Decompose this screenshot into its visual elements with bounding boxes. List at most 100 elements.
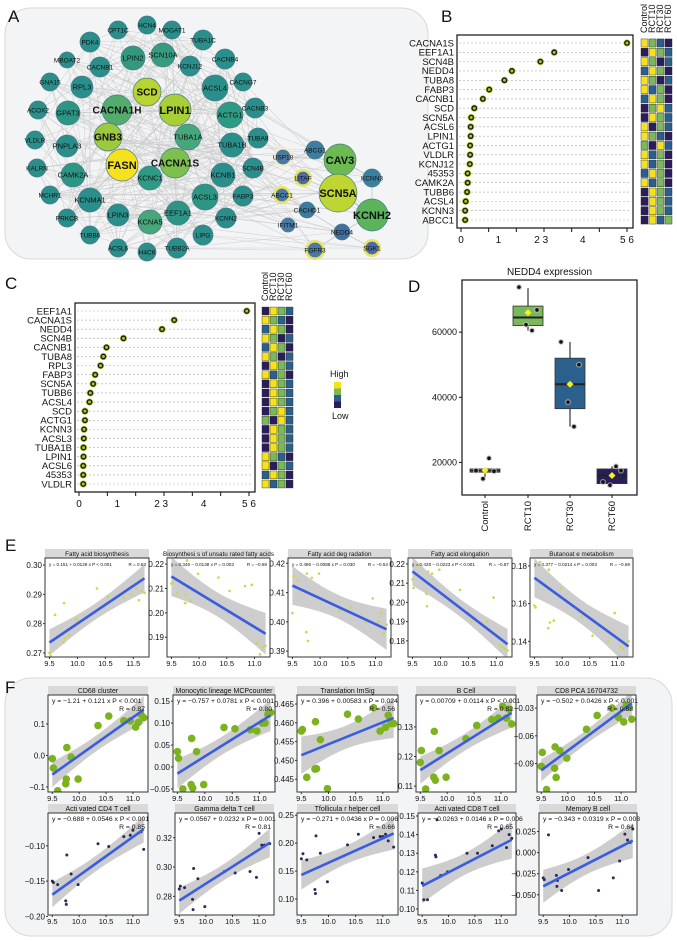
- network-node[interactable]: FABP3: [232, 185, 254, 207]
- node-circle: [232, 185, 254, 207]
- network-node[interactable]: MBOAT2: [54, 51, 81, 69]
- network-node[interactable]: H4C6: [137, 242, 157, 262]
- network-node[interactable]: RPL3: [70, 75, 94, 99]
- network-node[interactable]: SCN4B: [242, 157, 264, 179]
- network-node[interactable]: KALRN: [26, 158, 48, 178]
- network-node[interactable]: TUBA8: [247, 127, 269, 149]
- heatmap-column-label: Control: [639, 4, 649, 33]
- network-node[interactable]: PDK4: [79, 31, 101, 53]
- correlation-r: R = 0.66: [369, 824, 395, 831]
- data-point: [606, 640, 610, 643]
- network-node[interactable]: TUBB6: [80, 225, 101, 245]
- node-label: SCN5A: [319, 188, 356, 200]
- legend-swatch-2: [334, 388, 341, 395]
- y-tick-label: 0.22: [148, 560, 164, 569]
- network-node[interactable]: ABCG1: [304, 140, 326, 160]
- y-tick-label: 0.41: [269, 589, 285, 598]
- node-circle: [215, 207, 237, 229]
- network-node[interactable]: ACOX2: [27, 100, 49, 120]
- network-node[interactable]: KCNMA1: [74, 187, 106, 213]
- heatmap-cell: [261, 434, 270, 443]
- network-node[interactable]: MCHR1: [38, 185, 62, 205]
- network-node[interactable]: GNA15: [39, 72, 61, 92]
- network-node[interactable]: LPIN3: [106, 203, 130, 227]
- node-label: ACOX2: [27, 107, 49, 114]
- network-node[interactable]: SCD: [132, 77, 162, 107]
- regression-equation: y = −0.343 + 0.0319 x P = 0.008: [543, 816, 640, 823]
- plot-frame: [415, 694, 517, 793]
- y-tick-label: 0.10: [278, 895, 294, 904]
- data-point: [379, 611, 383, 615]
- x-tick-label: 5 6: [620, 235, 634, 246]
- network-node[interactable]: CACNB3: [242, 97, 269, 119]
- network-node[interactable]: SCN5A: [318, 173, 358, 213]
- heatmap-cell: [656, 66, 665, 76]
- gene-label: TUBA1B: [35, 443, 72, 454]
- network-node[interactable]: HCN4: [137, 15, 157, 35]
- network-node[interactable]: GNB3: [93, 122, 123, 152]
- network-node[interactable]: CPT1C: [107, 20, 129, 40]
- network-node[interactable]: CACHD1: [294, 201, 321, 219]
- network-node[interactable]: KCNB1: [210, 162, 236, 188]
- network-node[interactable]: LPIN1: [158, 93, 192, 127]
- network-node[interactable]: TUBB2A: [164, 237, 190, 259]
- node-circle: [201, 74, 229, 102]
- network-node[interactable]: CACNA1H: [93, 94, 142, 126]
- network-node[interactable]: PNPLA3: [53, 134, 82, 158]
- network-node[interactable]: CAMK2A: [58, 162, 89, 188]
- network-node[interactable]: KCNC1: [137, 165, 163, 191]
- network-node[interactable]: CACNB1: [87, 56, 114, 78]
- network-node[interactable]: KCNJ12: [178, 55, 203, 77]
- network-node[interactable]: CACNA1S: [151, 147, 200, 179]
- x-tick-label: 4: [201, 499, 207, 510]
- network-node[interactable]: ABCC1: [271, 186, 293, 204]
- x-tick-label: 11.0: [126, 917, 140, 926]
- network-node[interactable]: FGFR3: [304, 240, 326, 260]
- network-node[interactable]: ACTG1: [216, 101, 244, 129]
- network-node[interactable]: SCN10A: [148, 42, 178, 68]
- network-node[interactable]: EEF1A1: [164, 200, 192, 226]
- heatmap-cell: [648, 94, 657, 104]
- network-node[interactable]: TUBA1C: [190, 29, 216, 51]
- heatmap-cell: [656, 215, 665, 225]
- network-node[interactable]: NEDD4: [331, 223, 353, 241]
- network-node[interactable]: LITAF: [294, 169, 312, 187]
- network-node[interactable]: CACNB4: [212, 48, 239, 70]
- network-node[interactable]: LIPG: [192, 224, 214, 246]
- network-node[interactable]: GPAT3: [55, 100, 81, 126]
- heatmap-cell: [656, 76, 665, 85]
- network-node[interactable]: USP18: [273, 147, 294, 167]
- y-tick-label: 0.000: [516, 849, 537, 858]
- network-node[interactable]: TUBA1A: [173, 123, 203, 151]
- network-node[interactable]: PRKCB: [56, 208, 78, 228]
- network-node[interactable]: KCNN3: [361, 168, 383, 188]
- network-node[interactable]: KCNH2: [353, 198, 391, 232]
- network-node[interactable]: IFITM1: [278, 217, 299, 233]
- network-node[interactable]: ACSL3: [191, 183, 219, 211]
- network-node[interactable]: ACSL4: [201, 74, 229, 102]
- network-node[interactable]: VLDLR: [25, 130, 46, 150]
- mean-marker: [524, 309, 532, 317]
- data-point: [233, 871, 237, 875]
- network-node[interactable]: KCNN2: [215, 207, 237, 229]
- network-node[interactable]: TUBA1B: [217, 132, 247, 158]
- node-circle: [247, 127, 269, 149]
- node-label: SCN10A: [148, 51, 177, 60]
- data-point: [412, 586, 415, 590]
- network-node[interactable]: KCNA5: [137, 209, 163, 235]
- network-edge: [67, 112, 206, 198]
- data-point: [53, 786, 62, 792]
- network-node[interactable]: CAV3: [323, 143, 357, 177]
- node-circle: [60, 162, 86, 188]
- network-node[interactable]: MOGAT1: [159, 20, 186, 40]
- plot-frame: [407, 557, 513, 658]
- network-node[interactable]: LPIN2: [120, 45, 146, 71]
- node-label: KCNH2: [353, 210, 391, 222]
- regression-equation: y = −0.757 + 0.0781 x P < 0.001: [177, 698, 274, 705]
- network-node[interactable]: ACSL6: [108, 238, 129, 258]
- network-node[interactable]: SGK1: [363, 239, 381, 257]
- node-label: TUBA8: [248, 135, 269, 142]
- network-node[interactable]: FASN: [105, 148, 139, 182]
- network-edge: [49, 177, 151, 196]
- network-node[interactable]: CACNG7: [229, 72, 257, 92]
